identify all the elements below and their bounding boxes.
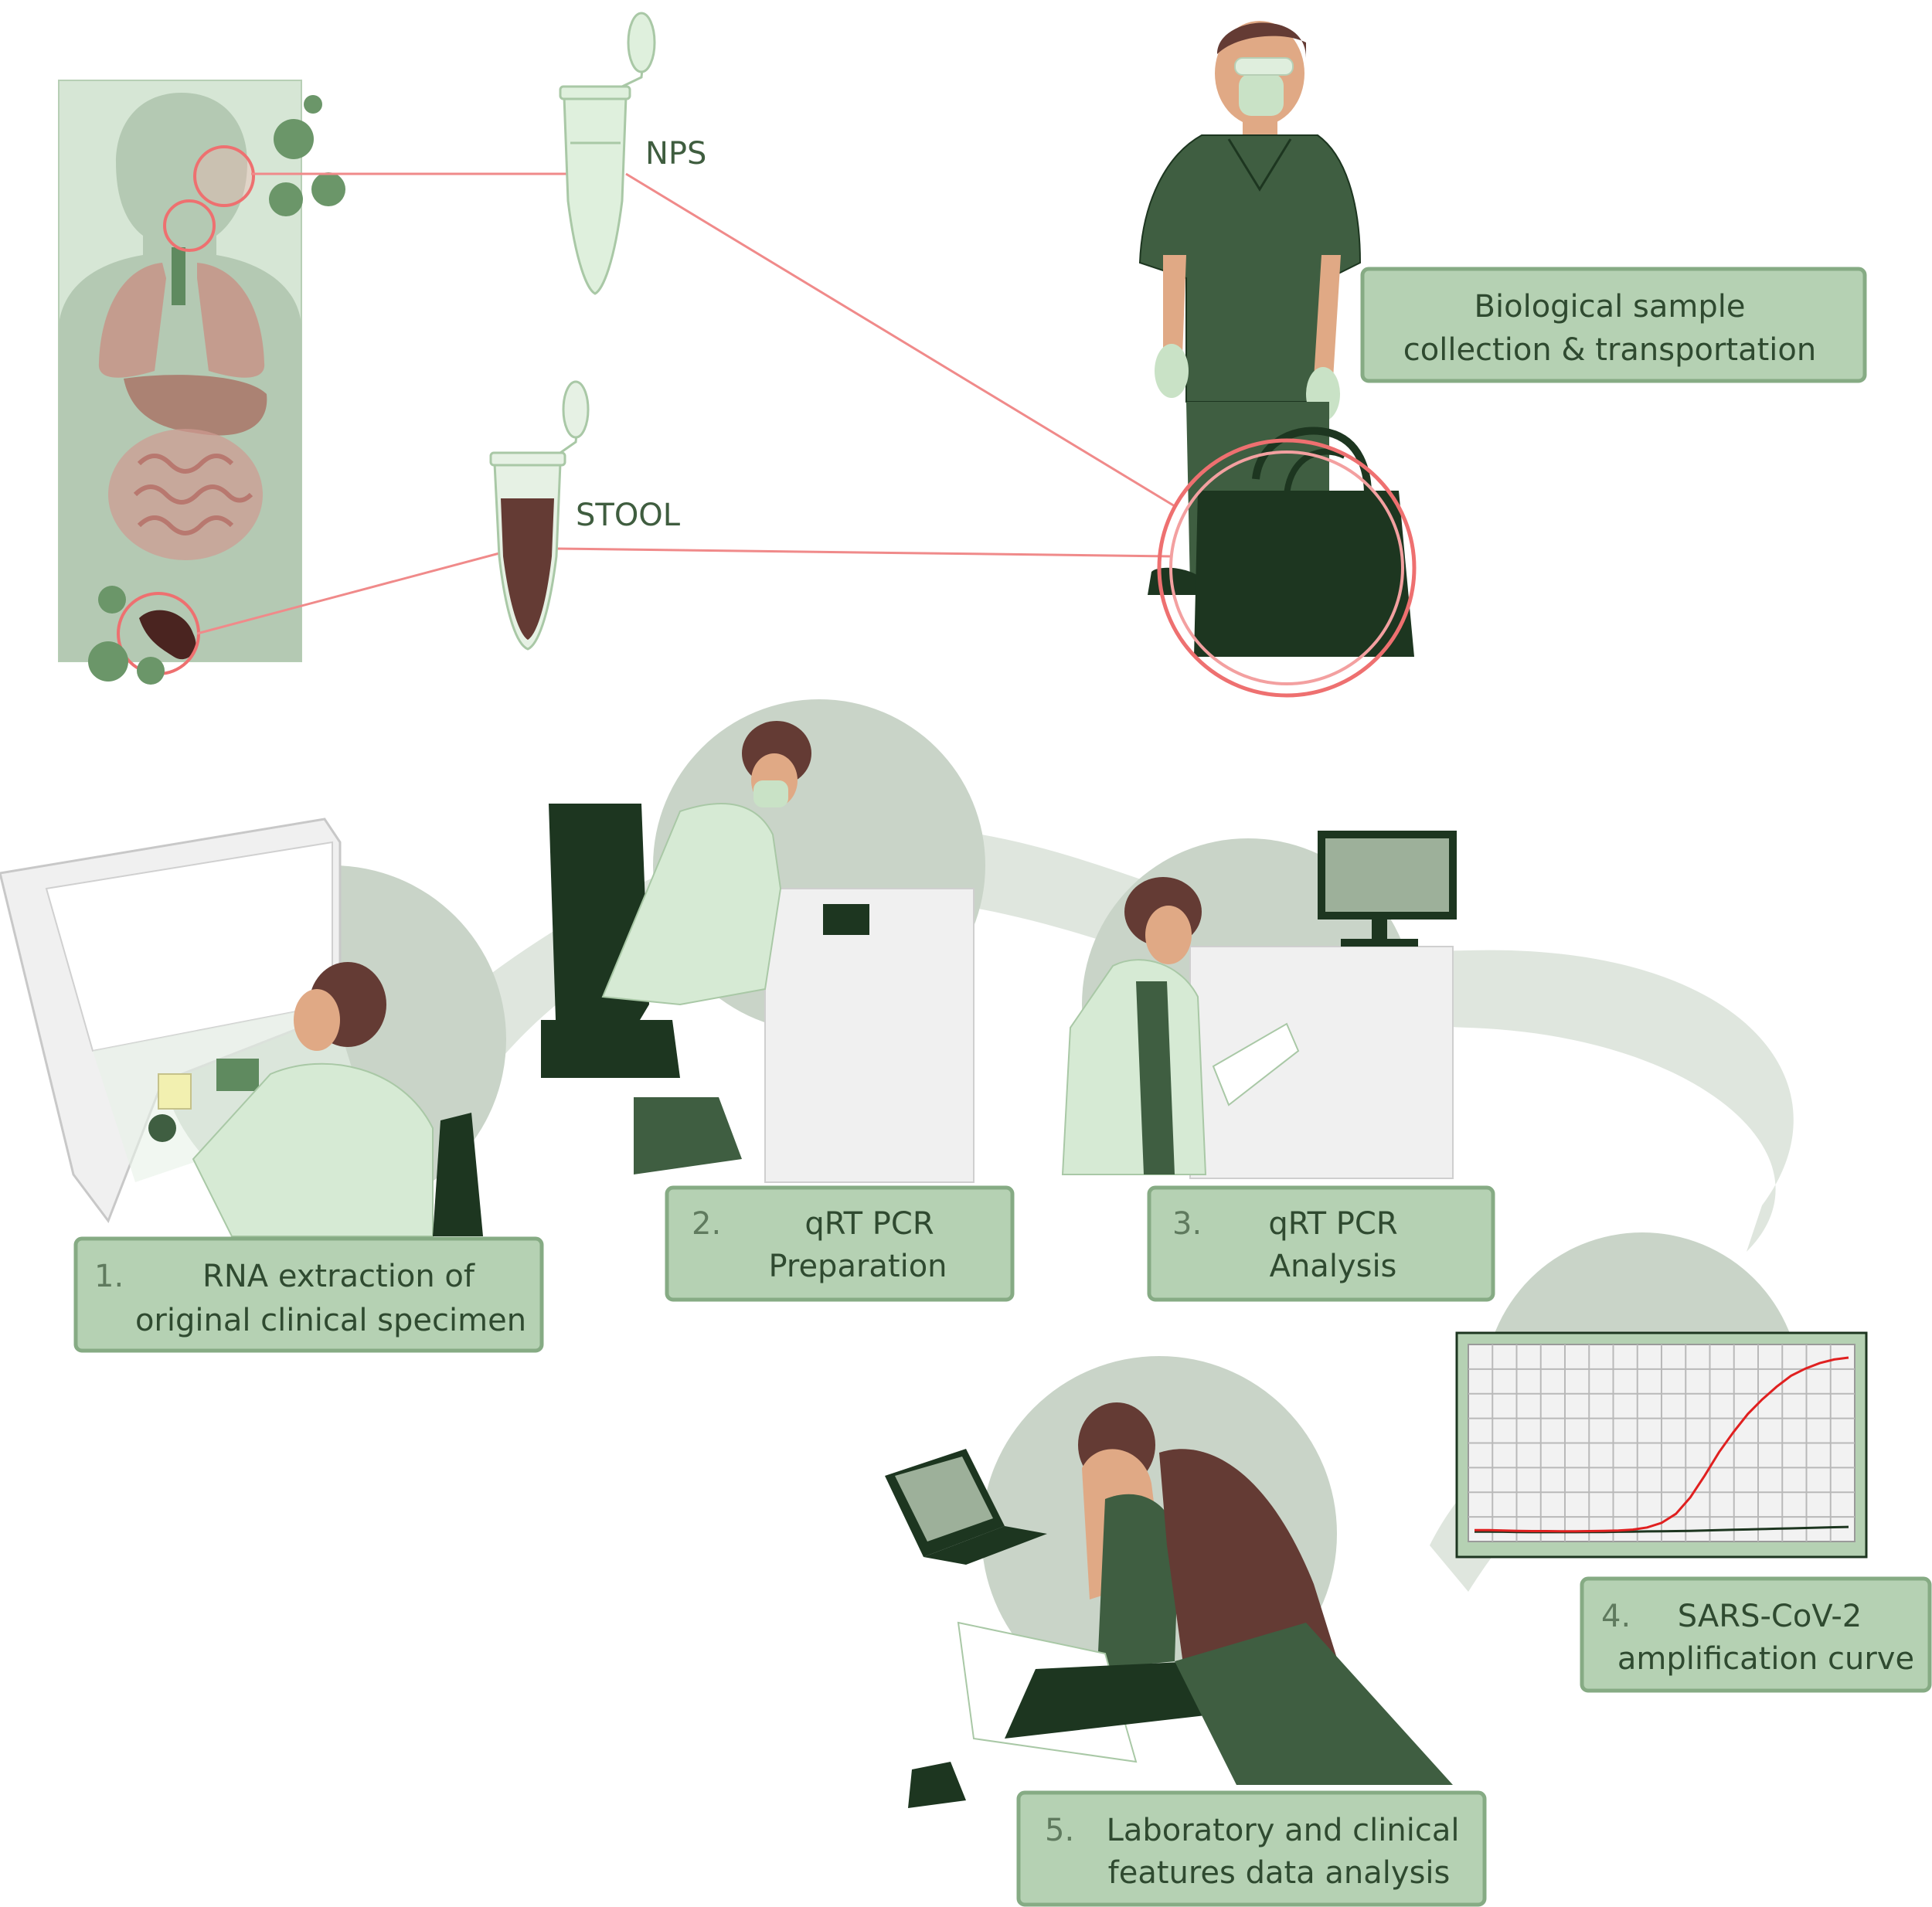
step5-illustration <box>885 1356 1453 1808</box>
step4-number: 4. <box>1601 1599 1631 1634</box>
stool-label: STOOL <box>576 498 681 533</box>
step1-line1: RNA extraction of <box>202 1259 475 1294</box>
human-body-illustration <box>58 80 345 685</box>
step4-illustration <box>1455 1232 1868 1559</box>
collection-line1: Biological sample <box>1475 289 1746 325</box>
step1-box: 1. RNA extraction of original clinical s… <box>73 1236 544 1353</box>
step2-number: 2. <box>692 1206 721 1242</box>
step3-illustration <box>1061 831 1457 1179</box>
step5-line2: features data analysis <box>1108 1855 1451 1891</box>
health-worker-figure <box>1138 21 1417 698</box>
virus-particles <box>88 95 345 685</box>
step2-line2: Preparation <box>768 1249 947 1284</box>
nps-label: NPS <box>645 136 706 172</box>
step2-box: 2. qRT PCR Preparation <box>665 1185 1015 1302</box>
step3-number: 3. <box>1172 1206 1202 1242</box>
chart-grid <box>1468 1344 1855 1542</box>
step4-line1: SARS-CoV-2 <box>1678 1599 1862 1634</box>
step5-number: 5. <box>1045 1813 1074 1848</box>
step2-illustration <box>541 699 985 1183</box>
step1-number: 1. <box>94 1259 124 1294</box>
step3-box: 3. qRT PCR Analysis <box>1147 1185 1495 1302</box>
step4-line2: amplification curve <box>1617 1641 1914 1677</box>
step1-illustration <box>0 818 506 1237</box>
collection-line2: collection & transportation <box>1403 332 1817 368</box>
step4-box: 4. SARS-CoV-2 amplification curve <box>1580 1576 1932 1693</box>
collection-box: Biological sample collection & transport… <box>1360 267 1867 383</box>
step3-line1: qRT PCR <box>1268 1206 1397 1242</box>
step5-box: 5. Laboratory and clinical features data… <box>1016 1790 1487 1907</box>
sample-connectors <box>196 172 1175 635</box>
step5-line1: Laboratory and clinical <box>1107 1813 1460 1848</box>
stool-tube <box>489 380 590 651</box>
step2-line1: qRT PCR <box>804 1206 934 1242</box>
step1-line2: original clinical specimen <box>135 1303 526 1338</box>
nps-tube <box>559 12 656 295</box>
positive-curve <box>1475 1356 1849 1533</box>
step3-line2: Analysis <box>1270 1249 1397 1284</box>
